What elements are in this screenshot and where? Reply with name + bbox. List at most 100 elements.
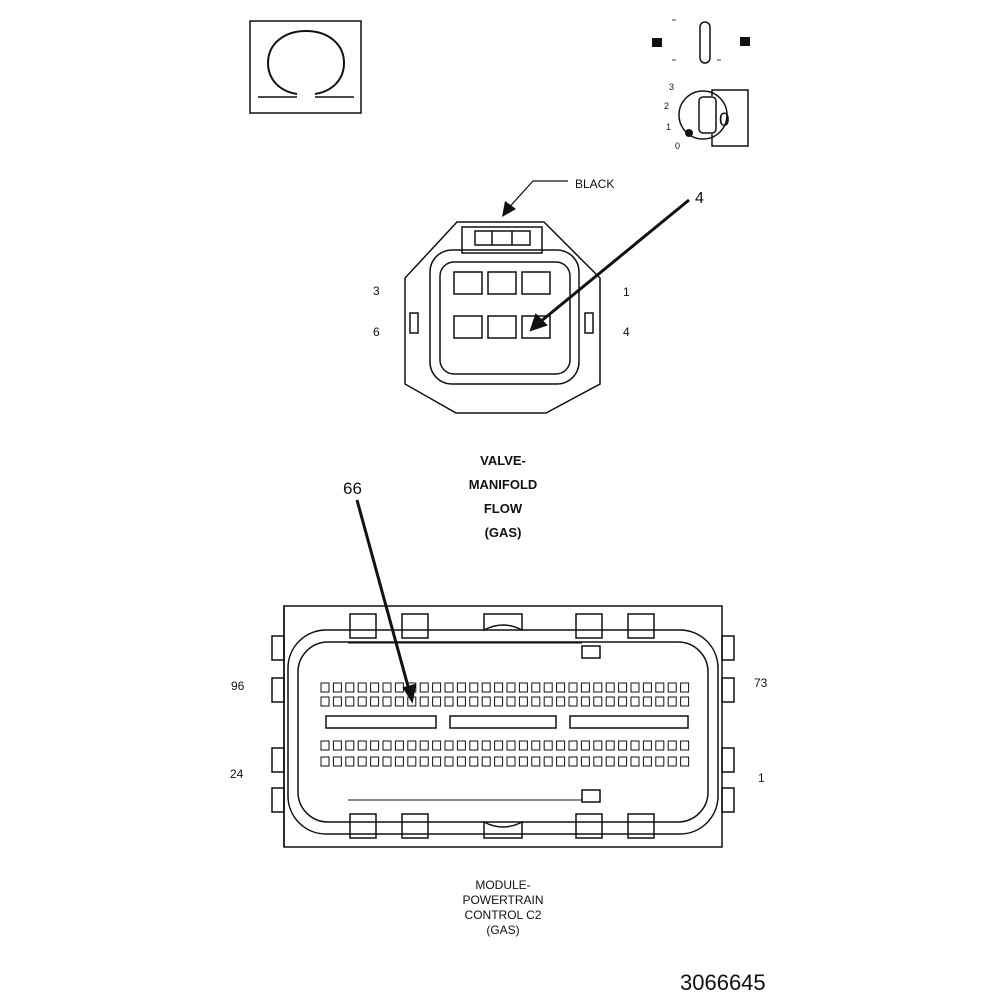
pin-cavity (345, 740, 355, 751)
pin-cavity (618, 740, 628, 751)
pin-cavity (370, 756, 380, 767)
pin-cavity (618, 696, 628, 707)
pin-cavity (655, 682, 665, 693)
pin-cavity (357, 696, 367, 707)
manifold-valve-connector (404, 221, 601, 414)
wire-color-label: BLACK (575, 177, 614, 191)
pin-cavity (593, 740, 603, 751)
pin-cavity (481, 756, 491, 767)
pin-cavity (531, 682, 541, 693)
pin-cavity (605, 682, 615, 693)
pin-cavity (642, 756, 652, 767)
pin-cavity (494, 682, 504, 693)
pin-cavity (494, 740, 504, 751)
pin-cavity (481, 740, 491, 751)
title-line: (GAS) (485, 525, 522, 540)
pin-cavity (394, 682, 404, 693)
pin-cavity (518, 682, 528, 693)
callout-pin-66: 66 (343, 479, 362, 498)
pin-cavity (630, 682, 640, 693)
pin-cavity (518, 696, 528, 707)
pin-cavity (432, 696, 442, 707)
pin-cavity (667, 740, 677, 751)
pin-cavity (531, 696, 541, 707)
ignition-pos-0: 0 (675, 141, 680, 151)
pin-cavity (605, 756, 615, 767)
pin-cavity (481, 682, 491, 693)
pin-cavity (518, 756, 528, 767)
pin-cavity (494, 756, 504, 767)
pin-cavity (568, 696, 578, 707)
pin-cavity (506, 696, 516, 707)
pin-cavity (543, 740, 553, 751)
pin-cavity (370, 682, 380, 693)
pin-cavity (518, 740, 528, 751)
pin-cavity (332, 740, 342, 751)
pin-cavity (568, 740, 578, 751)
pin-cavity (506, 682, 516, 693)
pin-cavity (444, 740, 454, 751)
pin-cavity (521, 271, 551, 295)
pin-cavity (407, 756, 417, 767)
title-line: POWERTRAIN (462, 893, 543, 907)
pin-cavity (556, 696, 566, 707)
pin-cavity (320, 740, 330, 751)
pin-cavity (370, 740, 380, 751)
pin-cavity (630, 740, 640, 751)
pin-cavity (456, 740, 466, 751)
pin-cavity (357, 756, 367, 767)
pin-cavity (593, 756, 603, 767)
pin-cavity (357, 740, 367, 751)
pin-cavity (432, 740, 442, 751)
pin-cavity (630, 756, 640, 767)
pin-label-73: 73 (754, 676, 768, 690)
pin-cavity (543, 696, 553, 707)
pin-cavity (655, 756, 665, 767)
pin-4-arrow (529, 198, 690, 332)
pin-cavity (642, 740, 652, 751)
pin-cavity (494, 696, 504, 707)
pin-cavity (568, 682, 578, 693)
pin-label-4: 4 (623, 325, 630, 339)
ignition-pos-2: 2 (664, 101, 669, 111)
pin-cavity (456, 682, 466, 693)
pin-66-arrow (355, 499, 417, 704)
pin-cavity (469, 756, 479, 767)
pin-cavity (320, 682, 330, 693)
pin-cavity (506, 756, 516, 767)
pin-cavity (605, 696, 615, 707)
pin-cavity (469, 682, 479, 693)
pin-cavity (432, 756, 442, 767)
pin-cavity (556, 682, 566, 693)
pin-cavity (444, 682, 454, 693)
ignition-key-icon (652, 19, 750, 147)
pin-cavity (444, 756, 454, 767)
pin-cavity (667, 682, 677, 693)
pin-cavity (580, 696, 590, 707)
pin-cavity (432, 682, 442, 693)
pin-cavity (556, 740, 566, 751)
pin-cavity (370, 696, 380, 707)
pin-cavity (568, 756, 578, 767)
pin-cavity (394, 696, 404, 707)
connector-top-title: VALVE- MANIFOLD FLOW (GAS) (469, 453, 538, 540)
pin-cavity (357, 682, 367, 693)
pin-cavity (593, 696, 603, 707)
pin-cavity (593, 682, 603, 693)
pin-cavity (444, 696, 454, 707)
pin-cavity (487, 271, 517, 295)
pin-cavity (630, 696, 640, 707)
pin-cavity (419, 682, 429, 693)
pin-cavity (680, 740, 690, 751)
title-line: VALVE- (480, 453, 526, 468)
ignition-pos-3: 3 (669, 82, 674, 92)
pin-cavity (580, 740, 590, 751)
pin-cavity (332, 682, 342, 693)
pin-label-1-bottom: 1 (758, 771, 765, 785)
connector-bottom-title: MODULE- POWERTRAIN CONTROL C2 (GAS) (462, 878, 543, 937)
pin-label-96: 96 (231, 679, 245, 693)
pin-cavity (394, 756, 404, 767)
pin-cavity (580, 682, 590, 693)
ignition-pos-1: 1 (666, 122, 671, 132)
